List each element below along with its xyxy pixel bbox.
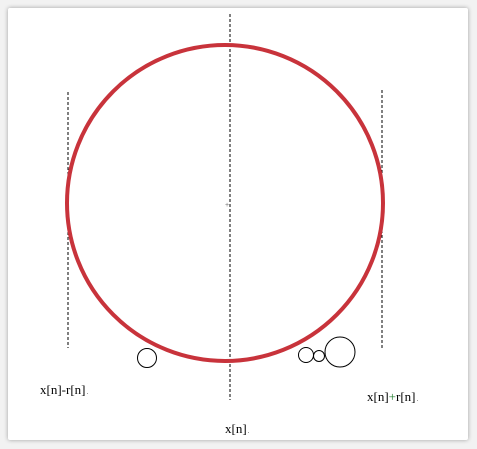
label-right-bound: x[n]+r[n]. [367, 390, 418, 403]
paragraph-mark-icon: . [416, 395, 419, 403]
label-center-text: x[n] [225, 421, 247, 436]
center-mark: + [225, 202, 229, 209]
label-center: x[n]. [225, 422, 249, 435]
label-left-bound: x[n]-r[n]. [40, 383, 88, 396]
small-circle-left [137, 348, 157, 368]
label-left-text: x[n]-r[n] [40, 382, 86, 397]
small-circle-right-1 [298, 347, 314, 363]
paragraph-mark-icon: . [86, 388, 89, 396]
label-right-plus: + [388, 389, 397, 404]
diagram-canvas [8, 8, 468, 440]
main-circle [65, 43, 385, 363]
small-circle-right-3 [324, 336, 356, 368]
small-circle-right-2 [313, 350, 325, 362]
paragraph-mark-icon: . [247, 427, 250, 435]
label-right-text-1: x[n] [367, 389, 389, 404]
label-right-text-2: r[n] [396, 389, 416, 404]
